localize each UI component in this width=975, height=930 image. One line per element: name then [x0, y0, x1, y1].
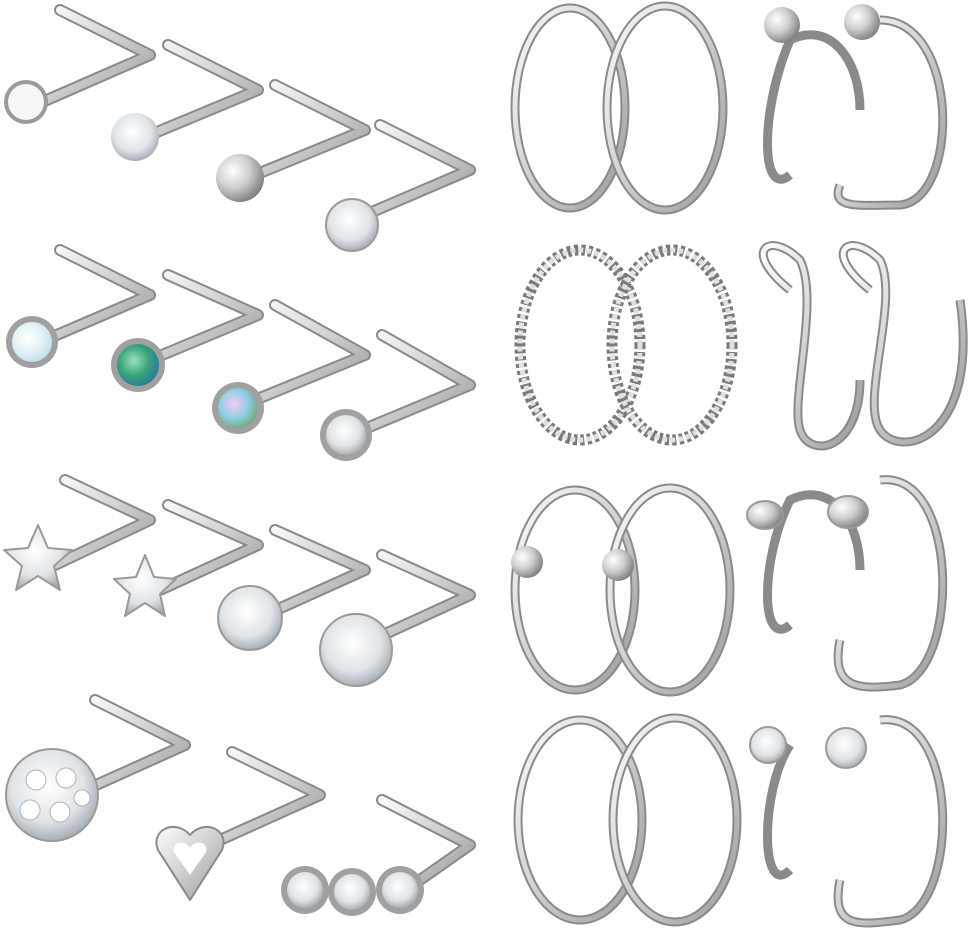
spiral-hoop-pair — [758, 241, 968, 451]
sparkle-ball-icon — [111, 113, 159, 161]
green-opal-stud — [111, 269, 264, 392]
nose-studs-group — [3, 4, 476, 916]
ball-icon — [216, 154, 264, 202]
heart-stud — [155, 746, 326, 901]
sparkle-ball-stud — [111, 39, 264, 161]
twisted-hoop-pair — [514, 244, 738, 446]
crystal-icon — [325, 198, 379, 252]
seamless-hoop-pair — [513, 713, 742, 927]
aurora-crystal-stud — [212, 299, 371, 434]
steel-ball-stud — [216, 79, 371, 202]
ball-end-hoop-pair — [763, 4, 948, 210]
plain-hoop-pair — [510, 1, 728, 215]
crystal-icon — [217, 585, 283, 651]
triple-crystal-stud — [281, 794, 476, 916]
hoop-icon — [763, 30, 865, 184]
flat-end-hoop-pair — [746, 475, 948, 692]
crystal-end-hoop-pair — [749, 715, 948, 928]
round-crystal-stud — [217, 524, 371, 651]
flat-disc-stud — [4, 4, 156, 124]
captive-bead-hoop-pair — [510, 483, 735, 697]
crystal-icon — [319, 613, 393, 687]
star-icon — [113, 554, 177, 617]
hoop-rings-group — [510, 1, 968, 928]
clear-bezel-stud — [320, 329, 476, 461]
star-crystal-stud — [3, 474, 156, 591]
disco-ball-stud — [5, 694, 191, 842]
star-icon — [3, 524, 73, 591]
small-crystal-stud — [325, 119, 476, 252]
white-opal-stud — [6, 244, 156, 368]
large-crystal-stud — [319, 549, 476, 687]
hoop-icon — [763, 742, 794, 880]
star-crystal-small-stud — [113, 499, 264, 617]
